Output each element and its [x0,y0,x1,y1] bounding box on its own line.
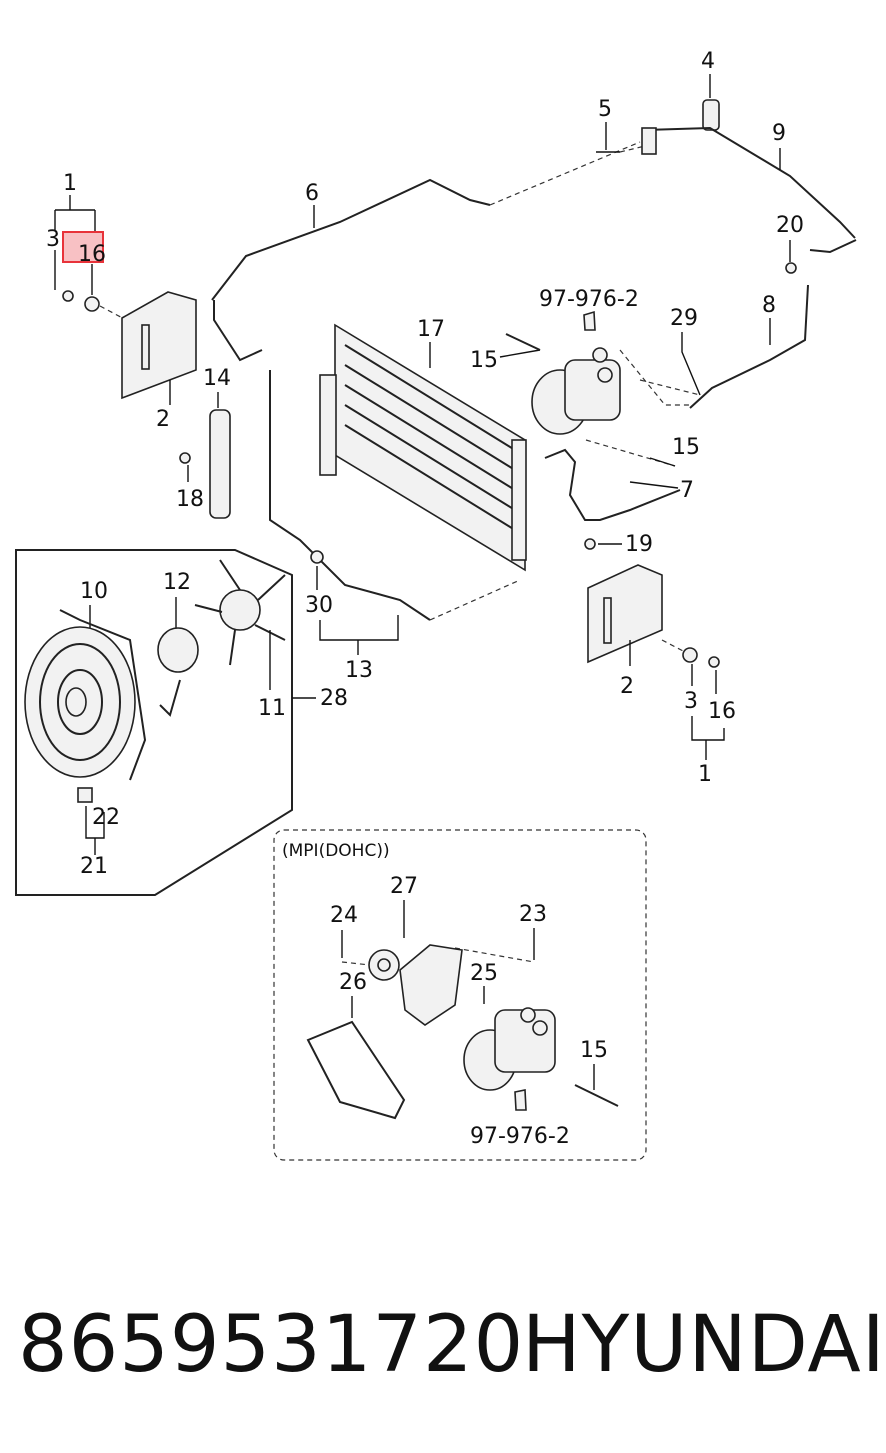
callout-21: 21 [80,854,108,879]
callout-8: 8 [762,293,776,318]
mpi-dohc-inset: (MPI(DOHC)) 27 24 23 25 26 15 97-976-2 [273,829,647,1161]
switch-icon [702,99,720,131]
callout-2-right: 2 [620,674,634,699]
grommet-icon [84,296,100,312]
callout-24: 24 [330,903,358,928]
callout-15-inset: 15 [580,1038,608,1063]
callout-29: 29 [670,306,698,331]
callout-23: 23 [519,902,547,927]
callout-20: 20 [776,213,804,238]
callout-25: 25 [470,961,498,986]
footer: 8659531720 HYUNDAI [0,1300,886,1410]
callout-30: 30 [305,593,333,618]
callout-16-left: 16 [78,242,106,267]
bolt-icon [62,290,74,302]
fan-motor [157,627,199,673]
line-6 [211,178,491,301]
callout-14: 14 [203,366,231,391]
callout-7: 7 [680,478,694,503]
callout-13: 13 [345,658,373,683]
callout-12: 12 [163,570,191,595]
callout-97-976-2-inset: 97-976-2 [470,1124,570,1149]
callout-6: 6 [305,181,319,206]
callout-1-left: 1 [63,171,77,196]
callout-2-left: 2 [156,407,170,432]
brand-name: HYUNDAI [522,1300,886,1390]
refrigerant-lines: 6 4 5 9 20 8 [211,49,857,409]
callout-1-right: 1 [698,762,712,787]
callout-3-left: 3 [46,227,60,252]
callout-22: 22 [92,805,120,830]
ac-parts-diagram: 1 3 16 2 6 4 5 9 20 8 [15,49,857,1161]
inset-title: (MPI(DOHC)) [282,841,390,861]
callout-10: 10 [80,579,108,604]
fan-assembly-box: 10 12 11 28 22 21 [15,549,348,896]
condenser: 17 14 18 30 13 [176,317,527,683]
callout-15-right: 15 [672,435,700,460]
drive-belt [306,1020,406,1120]
fan-blade-icon [219,589,261,631]
callout-16-right: 16 [708,699,736,724]
compressor-upper: 97-976-2 29 15 15 7 19 [470,287,701,557]
callout-9: 9 [772,121,786,146]
callout-5: 5 [598,97,612,122]
callout-15-upper: 15 [470,348,498,373]
left-bracket-assembly: 1 3 16 2 [46,171,197,432]
callout-4: 4 [701,49,715,74]
highlight-box-16 [62,231,104,263]
callout-27: 27 [390,874,418,899]
callout-11: 11 [258,696,286,721]
compressor-bracket [399,944,463,1026]
callout-97-976-2-upper: 97-976-2 [539,287,639,312]
callout-19: 19 [625,532,653,557]
callout-28: 28 [320,686,348,711]
callout-18: 18 [176,487,204,512]
bracket-plate [121,291,197,400]
part-number: 8659531720 [18,1300,525,1390]
right-bracket-assembly: 2 3 16 1 [587,564,736,787]
callout-3-right: 3 [684,689,698,714]
receiver-drier [209,409,231,519]
line-8 [689,239,857,409]
callout-17: 17 [417,317,445,342]
line-9 [644,126,856,239]
callout-26: 26 [339,970,367,995]
